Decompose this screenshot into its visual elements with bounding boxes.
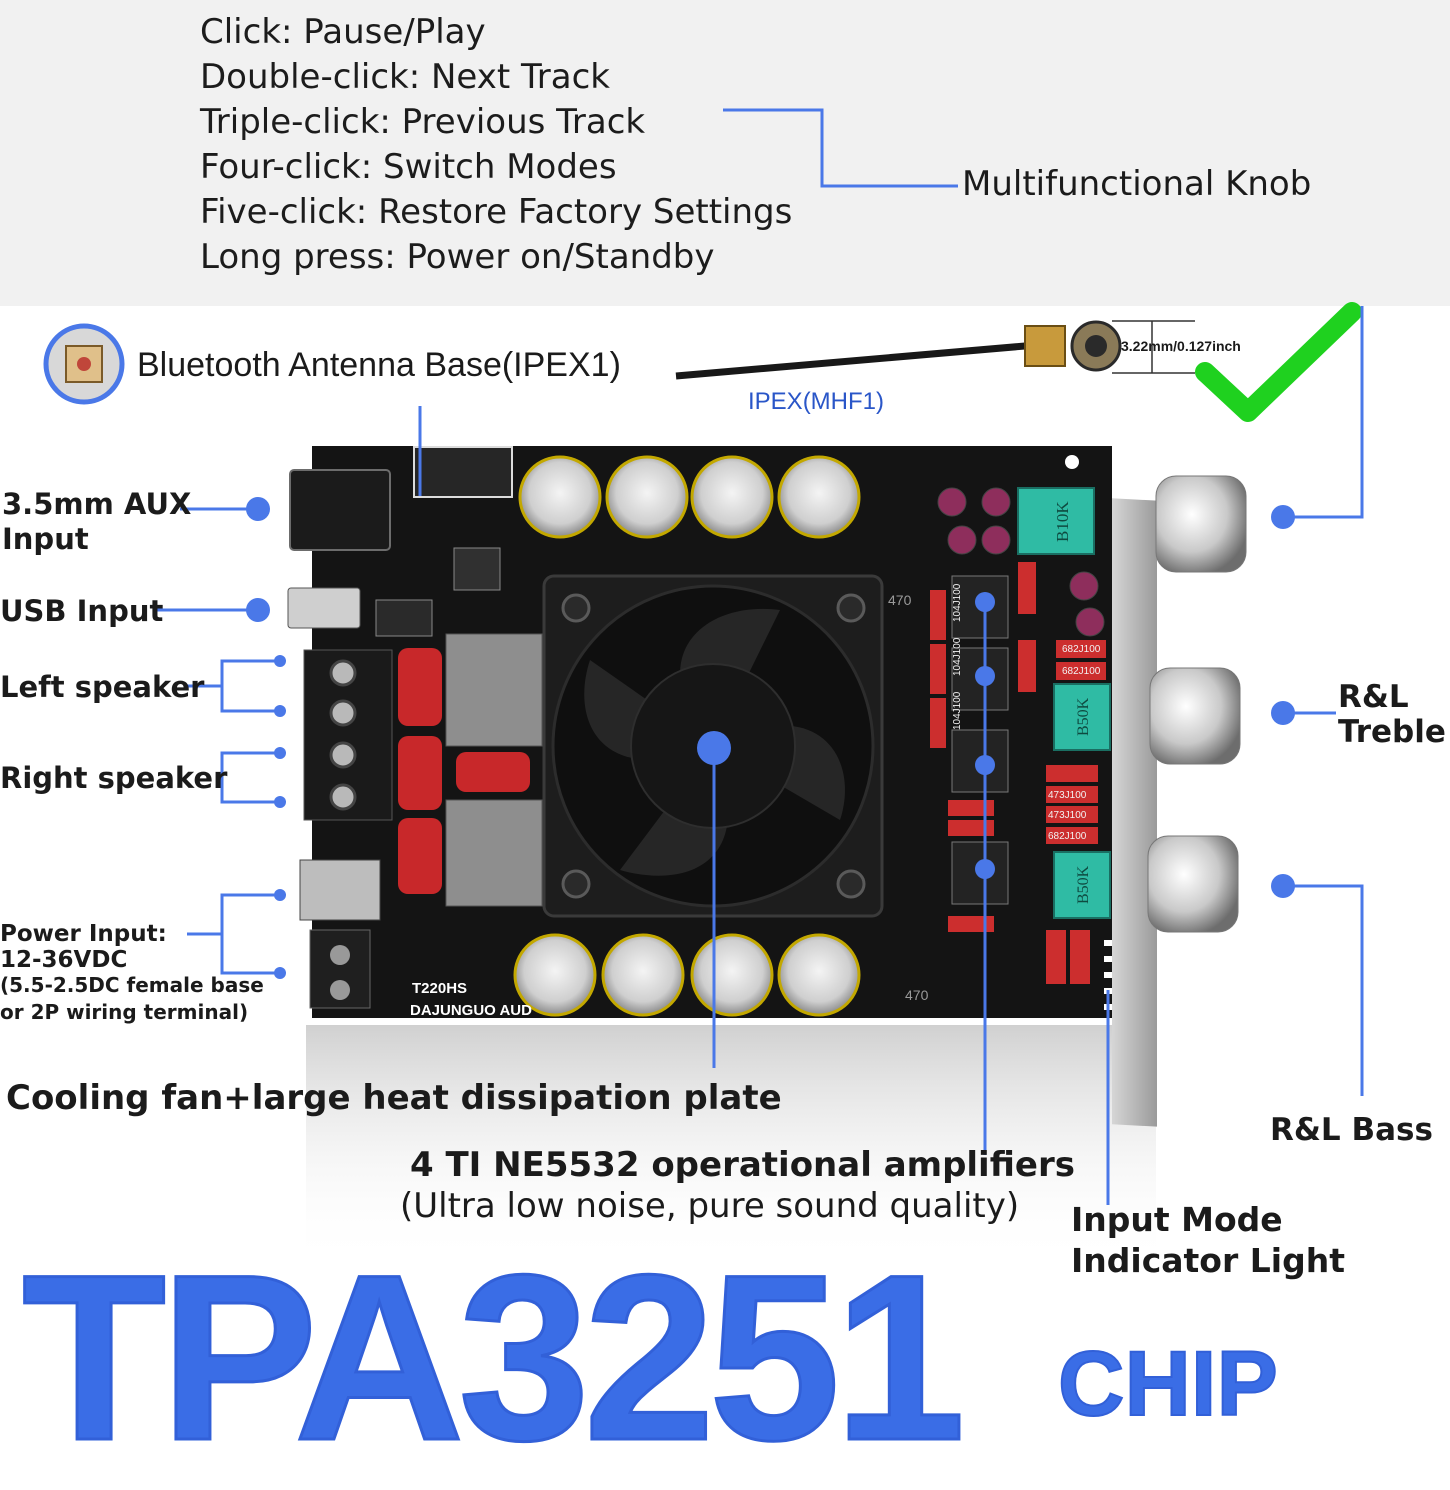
ipex-label: IPEX(MHF1)	[748, 388, 885, 415]
output-inductor-top	[445, 633, 543, 747]
aux-input-label-line2: Input	[2, 522, 89, 556]
antenna-base-icon	[43, 323, 125, 405]
aux-jack	[289, 469, 391, 551]
treble-label-line2: Treble	[1338, 714, 1446, 750]
board-brand-text: DAJUNGUO AUD	[410, 1002, 532, 1019]
pot-b50k-bass	[1053, 851, 1111, 919]
cap-code-2: 470	[905, 987, 929, 1003]
power-input-label-line4: or 2P wiring terminal)	[0, 1000, 249, 1024]
resistor-code-1: 104J100	[952, 637, 963, 676]
knob-double-click-line: Double-click: Next Track	[200, 57, 610, 97]
dimension-marker	[1112, 320, 1195, 374]
bt-chip	[453, 547, 501, 591]
check-mark-icon	[1195, 302, 1362, 422]
indicator-label-line2: Indicator Light	[1071, 1241, 1345, 1280]
aux-input-label-line1: 3.5mm AUX	[2, 487, 192, 521]
antenna-dimension-label: 3.22mm/0.127inch	[1121, 338, 1241, 354]
front-panel-plate	[1112, 498, 1157, 1127]
treble-label-line1: R&L	[1338, 679, 1409, 715]
knob-triple-click-line: Triple-click: Previous Track	[200, 102, 646, 142]
right-speaker-label: Right speaker	[0, 761, 228, 795]
pot-mid-text: B50K	[1075, 697, 1092, 736]
power-input-label-line2: 12-36VDC	[0, 947, 128, 973]
pot-bot-text: B50K	[1075, 865, 1092, 904]
pot-b50k-treble	[1053, 683, 1111, 751]
resistor-code-2: 104J100	[952, 691, 963, 730]
pot-b10k	[1017, 487, 1095, 555]
resistor-code-3: 682J100	[1062, 644, 1101, 655]
opamp-label-line1: 4 TI NE5532 operational amplifiers	[410, 1145, 1075, 1185]
opamp-chips	[951, 575, 1009, 905]
output-inductor-bottom	[445, 799, 543, 907]
film-capacitors	[398, 648, 530, 894]
power-input-label-line3: (5.5-2.5DC female base	[0, 973, 264, 997]
small-components	[930, 562, 1106, 984]
knob-instructions-panel	[0, 0, 1450, 306]
antenna-cable	[675, 342, 1026, 380]
power-input-label-line1: Power Input:	[0, 921, 167, 947]
knob-click-line: Click: Pause/Play	[200, 12, 486, 52]
board-reflection	[306, 1025, 1156, 1265]
cap-code-1: 470	[888, 592, 912, 608]
usb-chip	[375, 599, 433, 637]
knob-four-click-line: Four-click: Switch Modes	[200, 147, 617, 187]
knob-top	[1155, 475, 1247, 573]
resistor-code-5: 473J100	[1048, 790, 1087, 801]
knob-bottom	[1147, 835, 1239, 933]
multifunctional-knob-label: Multifunctional Knob	[962, 164, 1312, 204]
usb-port	[287, 587, 361, 629]
cooling-fan-label: Cooling fan+large heat dissipation plate	[6, 1078, 782, 1118]
bluetooth-antenna-label: Bluetooth Antenna Base(IPEX1)	[137, 346, 621, 384]
ipex-connector-icon	[1024, 320, 1122, 372]
bass-label: R&L Bass	[1270, 1112, 1433, 1148]
opamp-label-line2: (Ultra low noise, pure sound quality)	[400, 1186, 1020, 1226]
knob-middle	[1149, 667, 1241, 765]
left-speaker-label: Left speaker	[0, 670, 205, 704]
chip-subheadline: CHIP	[1057, 1333, 1279, 1435]
bottom-electrolytic-caps	[513, 933, 861, 1017]
tpa3251-headline: TPA3251	[21, 1226, 967, 1490]
top-electrolytic-caps	[518, 455, 861, 539]
resistor-code-4: 682J100	[1062, 666, 1101, 677]
resistor-code-7: 682J100	[1048, 831, 1087, 842]
dc-power-jack	[299, 859, 381, 921]
knob-five-click-line: Five-click: Restore Factory Settings	[200, 192, 793, 232]
purple-caps	[937, 487, 1105, 637]
resistor-code-6: 473J100	[1048, 810, 1087, 821]
knob-long-press-line: Long press: Power on/Standby	[200, 237, 715, 277]
callout-dots	[246, 497, 1295, 979]
amplifier-board-diagram: T220HS DAJUNGUO AUD B10K B50K B50K 470 4…	[43, 108, 1364, 1265]
indicator-label-line1: Input Mode	[1071, 1200, 1283, 1239]
pot-top-text: B10K	[1053, 501, 1072, 542]
bluetooth-module	[413, 446, 513, 498]
board-model-text: T220HS	[412, 980, 467, 997]
resistor-code-0: 104J100	[952, 583, 963, 622]
speaker-terminals	[303, 649, 393, 821]
usb-input-label: USB Input	[0, 594, 164, 628]
